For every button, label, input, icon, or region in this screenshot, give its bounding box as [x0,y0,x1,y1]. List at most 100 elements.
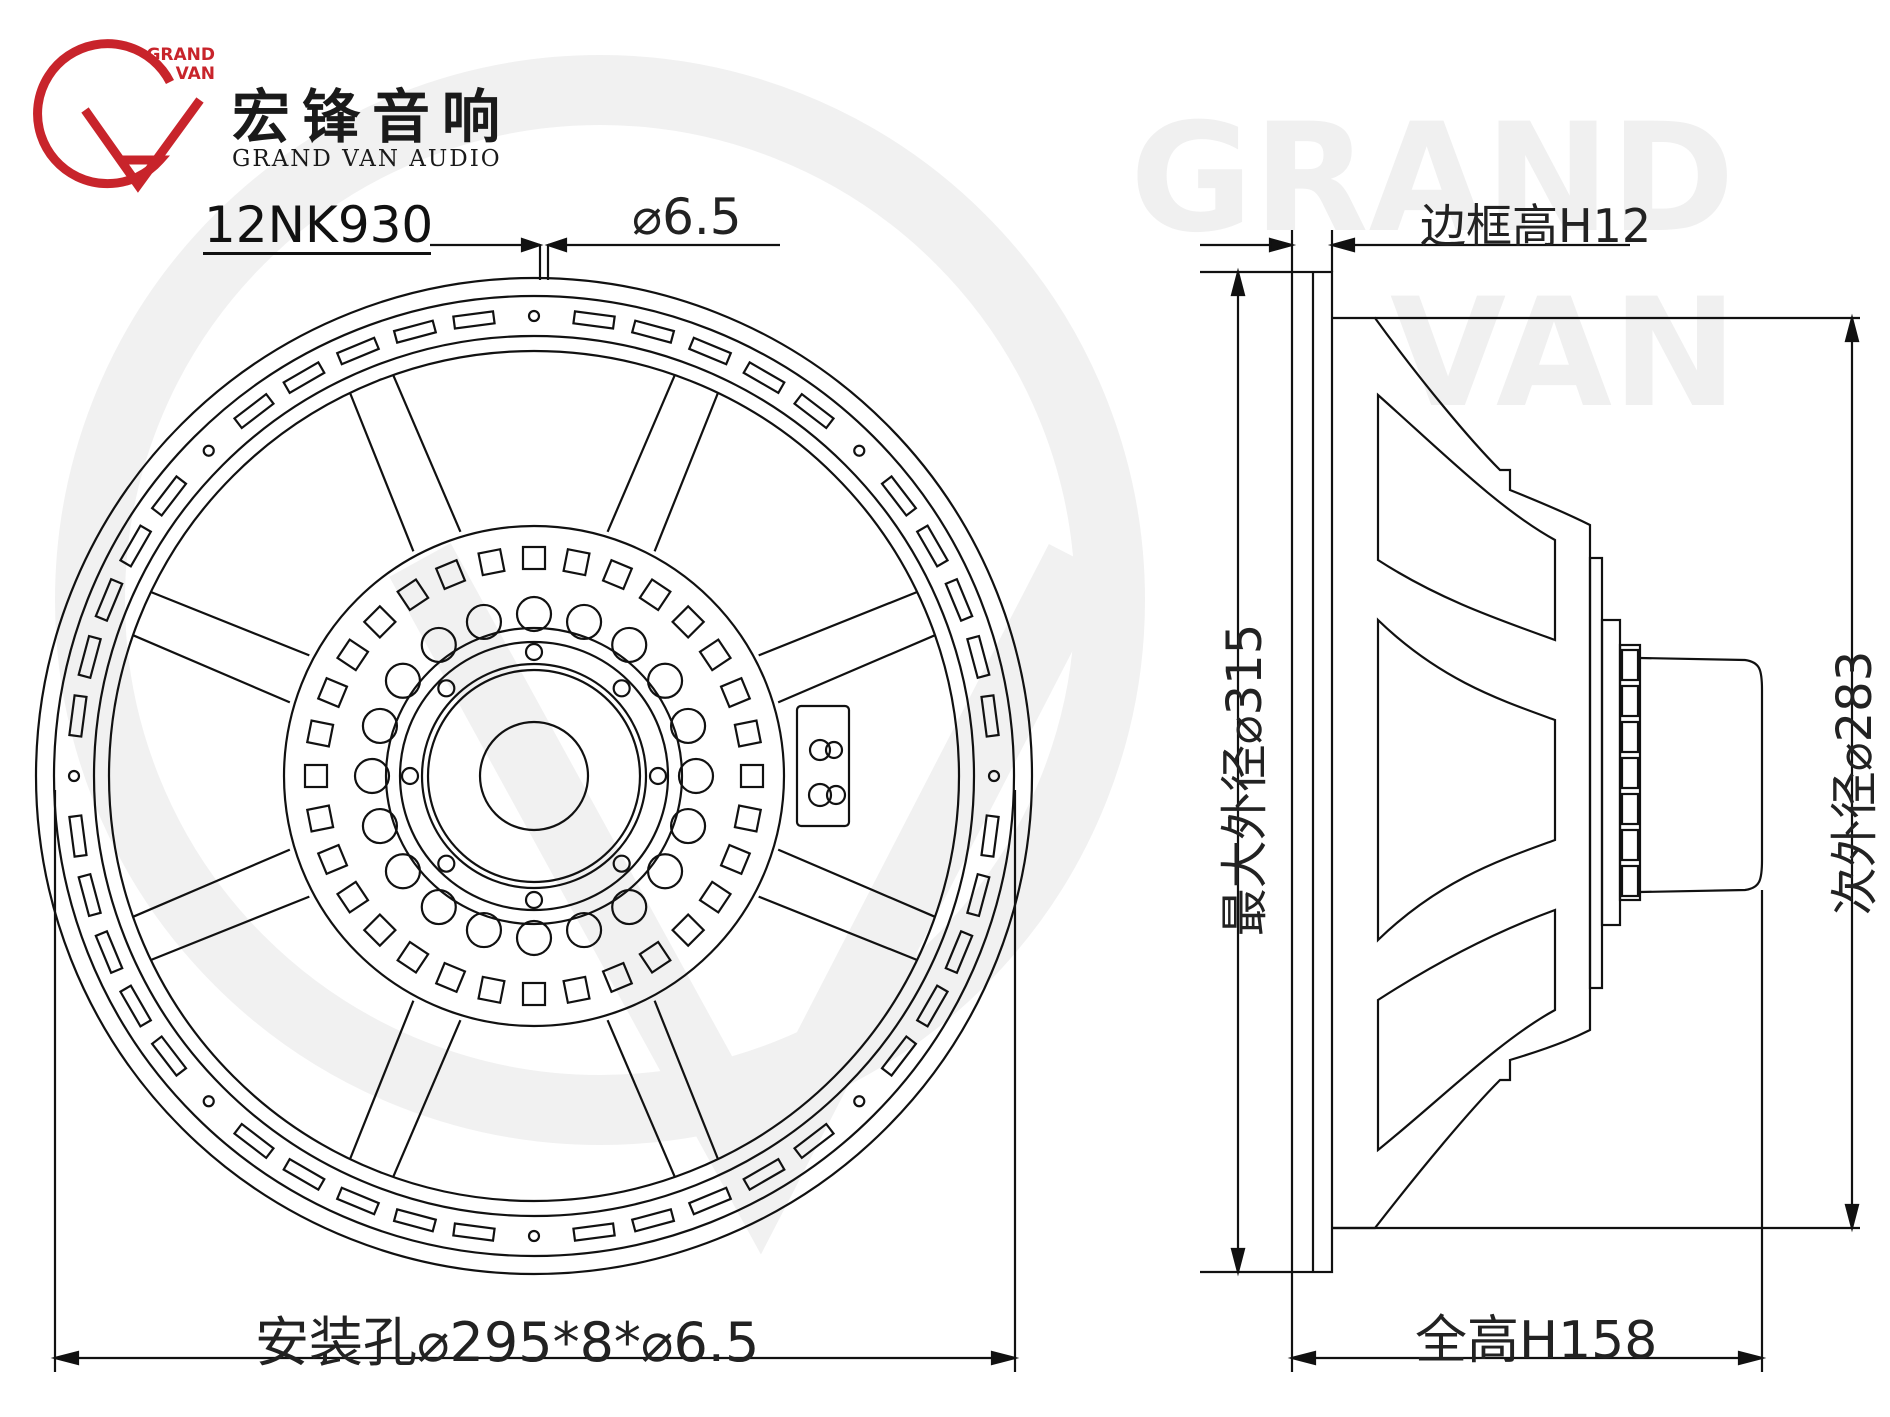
spoke-edge [777,634,936,704]
frame-slot [630,1208,676,1233]
magnet-tooth [316,843,349,876]
magnet-tooth [316,676,349,709]
magnet-tooth [477,975,506,1005]
scallop [646,853,684,890]
scallop [646,662,684,699]
magnet-tooth [671,913,706,948]
spoke-edge [758,590,918,657]
scallop [515,595,553,633]
frame-slot [282,1157,326,1192]
magnet-tooth [434,961,467,994]
logo-badge-line1: GRAND [146,45,215,65]
magnet-tooth [733,804,763,833]
frame-slot [150,1034,188,1078]
frame-slot [452,310,496,330]
frame-slot [687,336,733,366]
magnet-tooth [739,763,765,789]
spoke-edge [777,848,936,918]
side-fin [1620,684,1640,718]
magnet-tooth [434,558,467,591]
basket-spokes [132,374,936,1178]
center-bolt [437,679,456,698]
frame-slot [94,577,124,623]
logo-badge: GRAND VAN [145,46,215,84]
frame-slot [94,929,124,975]
spoke-edge [392,1019,462,1178]
spoke-edge [150,590,310,657]
frame-slot [68,694,88,738]
side-fin [1620,756,1640,790]
frame-slot [232,392,276,430]
scallop [515,919,553,957]
spoke-edge [132,634,291,704]
center-bolt [400,766,420,786]
spoke-edge [348,1000,415,1160]
magnet-tooth [562,975,591,1005]
magnet-tooth [521,545,547,571]
scallop [420,888,457,926]
mounting-holes-label: 安装孔⌀295*8*⌀6.5 [255,1311,760,1374]
center-bolt [437,854,456,873]
magnet-tooth [719,843,752,876]
magnet-tooth [733,719,763,748]
center-bolt [612,679,631,698]
logo-chinese-name: 宏锋音响 [232,83,513,151]
frame-slot [915,524,950,568]
frame-slot [77,872,102,918]
magnet-tooth [562,547,591,577]
mount-hole [853,1095,866,1108]
scallop [465,603,503,641]
spoke-edge [606,1019,676,1178]
magnet-tooth [719,676,752,709]
side-fin [1620,792,1640,826]
center-bolt [648,766,668,786]
mount-hole [202,444,215,457]
magnet-tooth [698,880,733,914]
magnet-tooth [305,719,335,748]
frame-slot [150,474,188,518]
frame-slots [67,309,1001,1243]
mount-hole [987,769,1001,783]
magnet-tooth [305,804,335,833]
magnet-tooth [335,638,370,672]
magnet-tooth [671,604,706,639]
magnet-tooth [396,940,430,975]
spoke-edge [653,1000,720,1160]
mount-hole [853,444,866,457]
frame-slot [880,1034,918,1078]
magnet-tooth [521,981,547,1007]
frame-slot [392,319,438,344]
side-cooling-fins [1620,648,1640,898]
mount-hole [67,769,81,783]
scallop [669,807,707,845]
frame-slot [980,694,1000,738]
frame-slot [792,392,836,430]
center-bolt [524,890,544,910]
scallop [420,626,457,664]
magnet-tooth [638,940,672,975]
frame-slot [335,336,381,366]
scallop [611,626,648,664]
scallop [384,662,422,699]
mount-hole [527,309,541,323]
frame-slot [572,310,616,330]
magnet-teeth [303,545,765,1007]
frame-slot [880,474,918,518]
spoke-edge [606,374,676,533]
scallop [565,603,603,641]
terminal [795,704,851,828]
spoke-edge [758,895,918,962]
side-fin [1620,864,1640,898]
center-bolt [612,854,631,873]
magnet-tooth [396,577,430,612]
side-fin [1620,828,1640,862]
frame-slot [742,1157,786,1192]
logo-english-name: GRAND VAN AUDIO [232,146,502,172]
scallop [611,888,648,926]
frame-slot [630,319,676,344]
frame-slot [687,1186,733,1216]
model-number: 12NK930 [204,196,434,254]
scallop [361,807,399,845]
